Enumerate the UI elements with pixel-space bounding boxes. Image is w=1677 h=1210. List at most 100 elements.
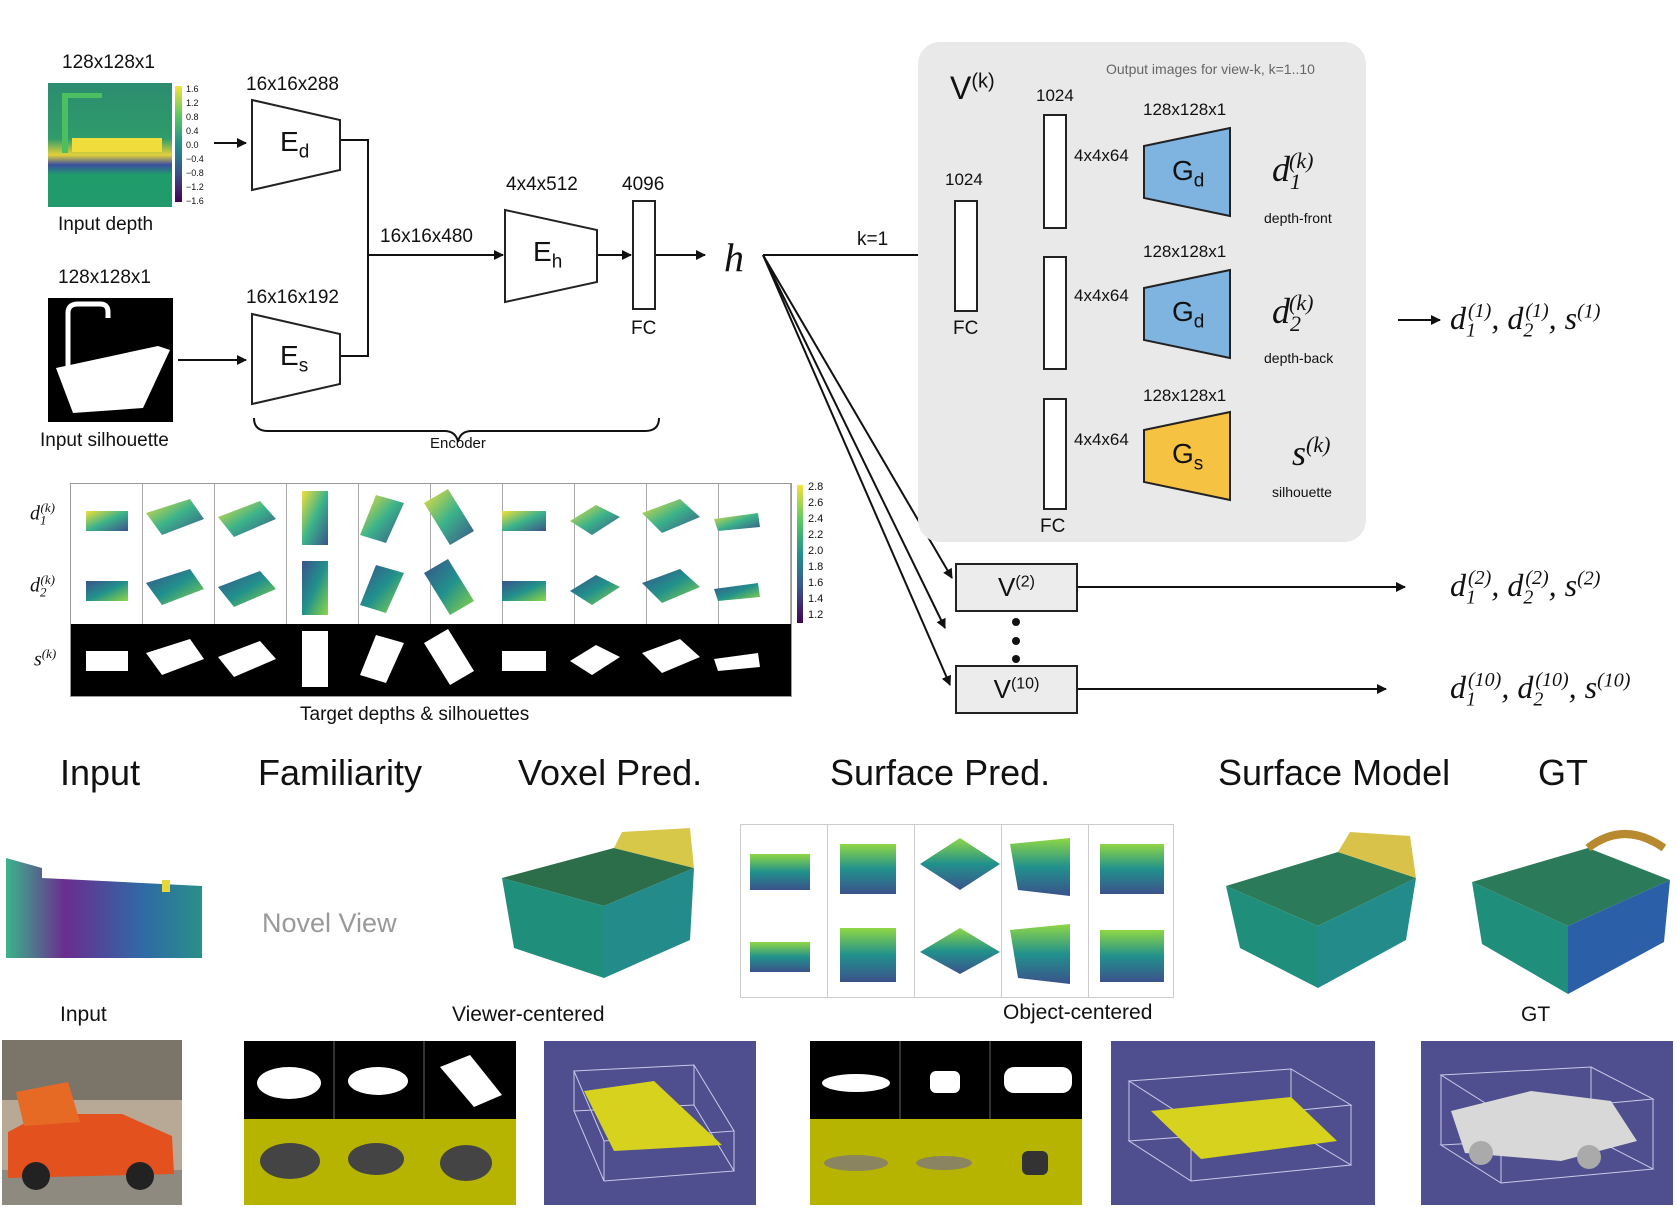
out2-sup: (k) xyxy=(1289,290,1314,315)
row3-var: s xyxy=(34,648,42,671)
object-voxel-render xyxy=(1111,1041,1375,1205)
bed-header-surface-model: Surface Model xyxy=(1218,752,1451,793)
v2-box: V(2) xyxy=(955,563,1078,612)
target-row-label-d2: d2(k) xyxy=(30,572,55,601)
fc-bottom-label: FC xyxy=(1040,516,1066,537)
bed-voxel-pred xyxy=(502,828,694,978)
v2-sup: (2) xyxy=(1015,573,1035,591)
branch1-caption: depth-front xyxy=(1264,210,1332,226)
target-colorbar xyxy=(797,485,803,623)
depth-colorbar xyxy=(175,86,182,202)
row2-sup: (k) xyxy=(40,572,55,587)
colorbar-tick: 2.4 xyxy=(808,513,824,525)
object-sil-strip xyxy=(810,1041,1082,1119)
branch2-dim: 4x4x64 xyxy=(1074,286,1129,305)
out-set2-d2: (2) xyxy=(1525,567,1549,590)
row2-sub: 2 xyxy=(40,584,47,600)
ed-sub: d xyxy=(298,141,310,163)
concat-dim-label: 16x16x480 xyxy=(380,226,473,247)
out-set1-d1: (1) xyxy=(1468,300,1492,323)
out-set1-d2: (1) xyxy=(1525,300,1549,323)
row3-sup: (k) xyxy=(41,646,57,661)
bed-gt xyxy=(1472,830,1670,994)
es-dim-label: 16x16x192 xyxy=(246,287,339,308)
ed-encoder-block xyxy=(251,98,341,192)
out3-var: s(k) xyxy=(1292,432,1330,474)
branch-fc-box-1 xyxy=(1043,114,1067,229)
input-silhouette-image xyxy=(48,298,173,422)
v-sup: (k) xyxy=(971,70,995,93)
branch1-dim: 4x4x64 xyxy=(1074,146,1129,165)
panel-v-title: V(k) xyxy=(950,70,995,107)
eh-sub: h xyxy=(551,251,563,273)
colorbar-tick: −1.2 xyxy=(186,182,204,192)
g3-sub: s xyxy=(1193,453,1204,475)
v-main: V xyxy=(950,70,972,106)
output-set-1: d1(1), d2(1), s(1) xyxy=(1450,300,1601,342)
novel-view-label: Novel View xyxy=(262,908,397,938)
fc-4096-box xyxy=(632,200,656,310)
colorbar-tick: 1.2 xyxy=(186,98,199,108)
colorbar-tick: −0.8 xyxy=(186,168,204,178)
colorbar-tick: −0.4 xyxy=(186,154,204,164)
es-label: Es xyxy=(280,340,308,378)
target-caption: Target depths & silhouettes xyxy=(300,704,530,725)
branch-fc-box-2 xyxy=(1043,256,1067,370)
v2-main: V xyxy=(998,572,1016,602)
branch2-caption: depth-back xyxy=(1264,350,1334,366)
input-silhouette-caption: Input silhouette xyxy=(40,430,169,451)
branch3-out-dim: 128x128x1 xyxy=(1143,386,1227,405)
viewer-depth-strip xyxy=(244,1119,516,1205)
eh-main: E xyxy=(533,236,552,267)
car-input-photo xyxy=(2,1040,182,1205)
g2-sub: d xyxy=(1193,311,1205,333)
panel-note: Output images for view-k, k=1..10 xyxy=(1106,61,1315,77)
k-label: k=1 xyxy=(857,229,889,250)
bed-header-familiarity: Familiarity xyxy=(258,752,423,793)
object-centered-caption: Object-centered xyxy=(1003,1001,1153,1024)
out1-sup: (k) xyxy=(1289,148,1314,173)
out-set2-d1: (2) xyxy=(1468,567,1492,590)
eh-label: Eh xyxy=(533,236,562,274)
eh-encoder-block xyxy=(504,208,598,304)
colorbar-tick: 2.0 xyxy=(808,545,824,557)
viewer-voxel-render xyxy=(544,1041,756,1205)
target-row-label-d1: d1(k) xyxy=(30,500,55,529)
es-sub: s xyxy=(298,355,309,377)
out-set1-s: (1) xyxy=(1577,300,1601,323)
car-gt-caption: GT xyxy=(1521,1003,1551,1026)
row1-sup: (k) xyxy=(40,500,55,515)
out1-main: d xyxy=(1272,149,1290,189)
g-depth-back-block xyxy=(1143,268,1231,360)
branch3-dim: 4x4x64 xyxy=(1074,430,1129,449)
v10-main: V xyxy=(993,674,1011,704)
fc-in-dim: 1024 xyxy=(945,170,983,189)
out2-var: d2(k) xyxy=(1272,290,1313,337)
fc-top-dim: 1024 xyxy=(1036,86,1074,105)
g-depth-front-block xyxy=(1143,126,1231,218)
es-encoder-block xyxy=(251,312,341,406)
colorbar-tick: 2.6 xyxy=(808,497,824,509)
ed-main: E xyxy=(280,126,299,157)
output-set-2: d1(2), d2(2), s(2) xyxy=(1450,567,1601,609)
colorbar-tick: 1.8 xyxy=(808,561,824,573)
row2-var: d xyxy=(30,574,40,597)
silhouette-dim-label: 128x128x1 xyxy=(58,267,151,288)
out2-sub: 2 xyxy=(1290,311,1301,337)
target-row-label-s: s(k) xyxy=(34,646,56,672)
colorbar-tick: 2.2 xyxy=(808,529,824,541)
target-thumbs xyxy=(86,489,760,687)
out-set10-d1: (10) xyxy=(1468,669,1502,692)
colorbar-tick: 0.8 xyxy=(186,112,199,122)
bed-input-depth xyxy=(6,858,202,958)
g3-main: G xyxy=(1172,438,1194,469)
colorbar-tick: 0.0 xyxy=(186,140,199,150)
branch-fc-box-3 xyxy=(1043,398,1067,510)
viewer-centered-caption: Viewer-centered xyxy=(452,1003,605,1026)
colorbar-tick: 1.2 xyxy=(808,609,824,621)
colorbar-tick: 1.6 xyxy=(808,577,824,589)
fc-label: FC xyxy=(631,318,657,339)
colorbar-tick: −1.6 xyxy=(186,196,204,206)
output-set-10: d1(10), d2(10), s(10) xyxy=(1450,669,1631,711)
out-set10-d2: (10) xyxy=(1535,669,1569,692)
